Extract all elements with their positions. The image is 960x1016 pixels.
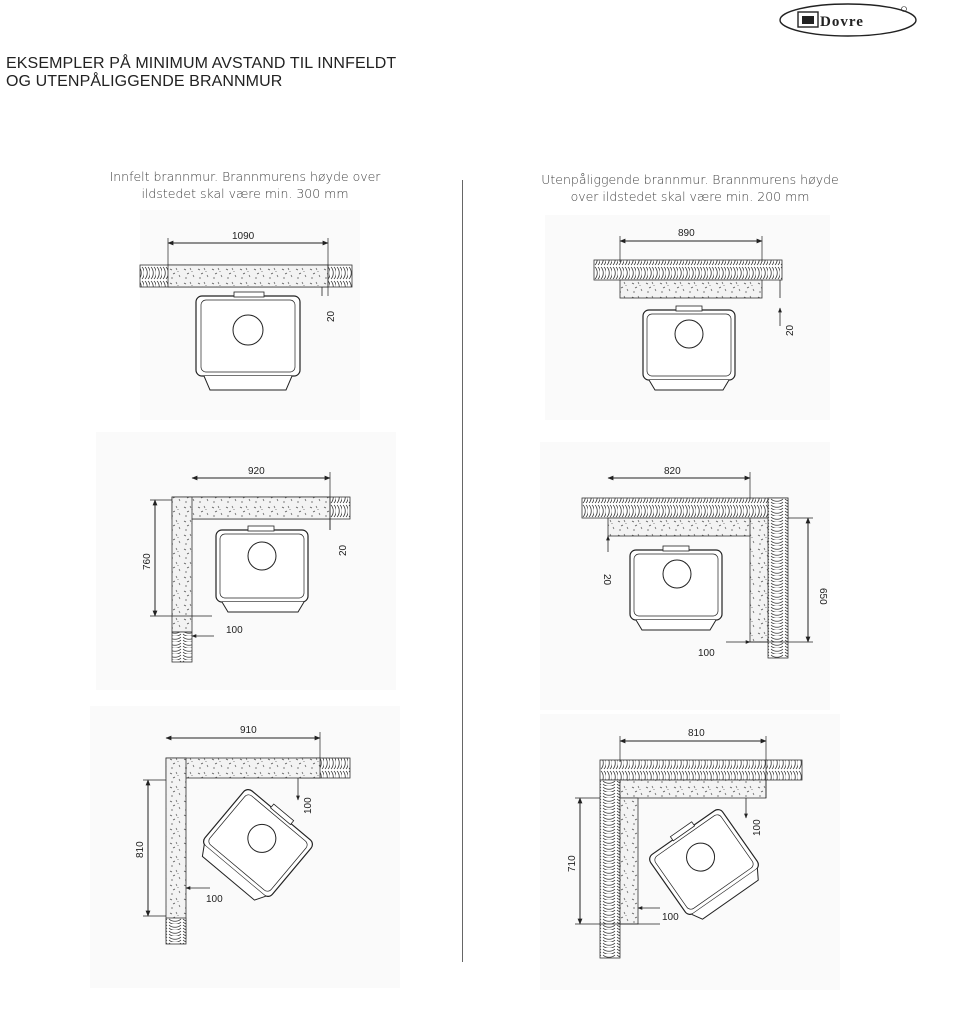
dim-gap-back: 100 (303, 797, 314, 814)
dim-depth: 650 (817, 588, 828, 605)
dim-depth: 760 (142, 553, 153, 570)
brand-name: Dovre (820, 14, 864, 30)
dim-gap-back: 100 (752, 819, 763, 836)
dim-gap-side: 100 (698, 648, 715, 659)
dim-width: 820 (664, 466, 681, 477)
right-diagram-1: 890 20 (545, 215, 830, 420)
dim-gap-wall: 20 (338, 544, 349, 556)
dim-gap-side: 100 (662, 912, 679, 923)
dim-width: 810 (688, 728, 705, 739)
left-caption-line2: ildstedet skal være min. 300 mm (141, 186, 349, 201)
left-caption: Innfelt brannmur. Brannmurens høyde over… (95, 168, 395, 202)
right-diagram-3: 810 710 100 100 (540, 714, 840, 990)
left-diagram-3: 910 810 100 100 (90, 706, 400, 988)
dim-gap: 20 (326, 310, 337, 322)
dim-depth: 710 (567, 855, 578, 872)
dim-width: 890 (678, 228, 695, 239)
dim-gap-side: 100 (226, 625, 243, 636)
dim-gap: 20 (785, 324, 796, 336)
left-diagram-2: 920 760 20 100 (96, 432, 396, 690)
page-title: EKSEMPLER PÅ MINIMUM AVSTAND TIL INNFELD… (6, 55, 396, 91)
right-caption: Utenpåliggende brannmur. Brannmurens høy… (540, 171, 840, 205)
left-diagram-1: 1090 20 (139, 210, 360, 420)
dim-gap-wall: 20 (601, 574, 612, 586)
column-divider (462, 180, 463, 962)
right-caption-line2: over ildstedet skal være min. 200 mm (570, 189, 810, 204)
dim-width: 1090 (232, 231, 255, 242)
dovre-logo: Dovre (779, 3, 917, 37)
dim-depth: 810 (135, 841, 146, 858)
dim-width: 920 (248, 466, 265, 477)
left-caption-line1: Innfelt brannmur. Brannmurens høyde over (109, 169, 381, 184)
page-title-line1: EKSEMPLER PÅ MINIMUM AVSTAND TIL INNFELD… (6, 55, 397, 72)
page-title-line2: OG UTENPÅLIGGENDE BRANNMUR (6, 73, 283, 90)
right-diagram-2: 820 650 20 100 (540, 442, 830, 710)
right-caption-line1: Utenpåliggende brannmur. Brannmurens høy… (541, 172, 839, 187)
dim-width: 910 (240, 725, 257, 736)
dim-gap-side: 100 (206, 894, 223, 905)
